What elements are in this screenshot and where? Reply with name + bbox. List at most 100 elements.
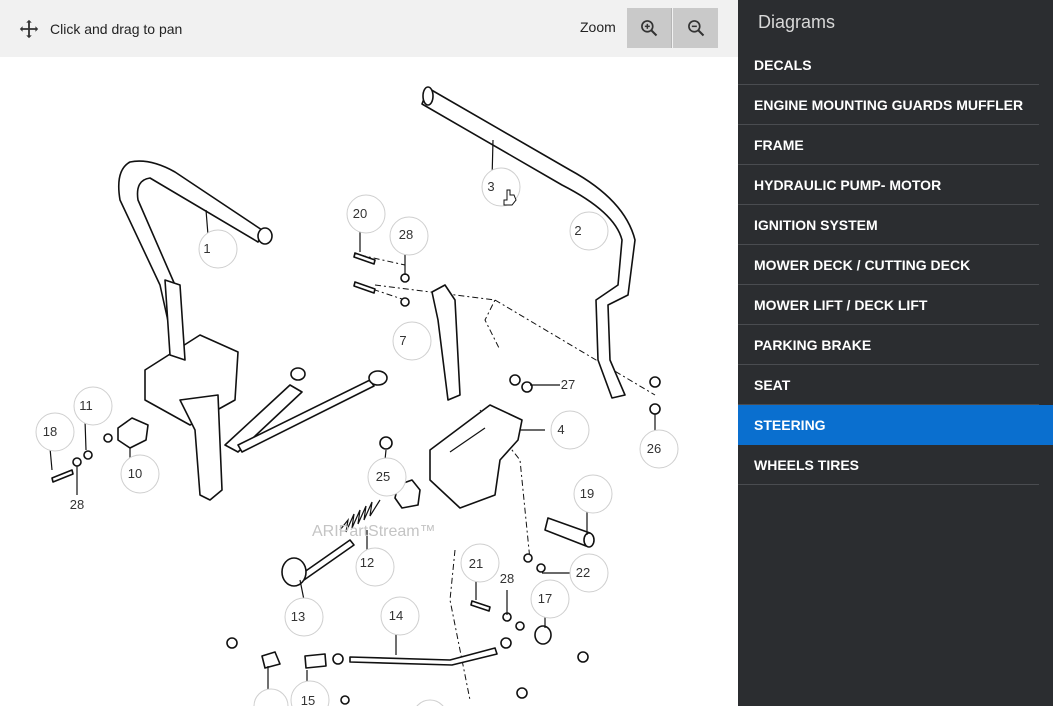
callout-15[interactable]: 15 <box>290 680 330 706</box>
sidebar-item-hydraulic-pump[interactable]: HYDRAULIC PUMP- MOTOR <box>738 165 1039 205</box>
svg-text:28: 28 <box>500 571 514 586</box>
callout-12[interactable]: 12 <box>355 547 395 587</box>
viewer-toolbar: Click and drag to pan Zoom <box>0 0 738 57</box>
zoom-out-button[interactable] <box>673 8 718 48</box>
sidebar-item-mower-lift[interactable]: MOWER LIFT / DECK LIFT <box>738 285 1039 325</box>
rod-end-15b <box>304 653 327 669</box>
pivot-bracket <box>431 284 461 401</box>
svg-text:1: 1 <box>203 241 210 256</box>
svg-text:18: 18 <box>43 424 57 439</box>
svg-text:22: 22 <box>576 565 590 580</box>
sidebar-item-frame[interactable]: FRAME <box>738 125 1039 165</box>
damper-body <box>224 384 303 453</box>
pivot-block-left <box>117 417 149 449</box>
zoom-out-icon <box>687 20 704 37</box>
sidebar-item-ignition[interactable]: IGNITION SYSTEM <box>738 205 1039 245</box>
callout-14[interactable]: 14 <box>380 596 420 636</box>
diagram-viewer: Click and drag to pan Zoom <box>0 0 738 706</box>
steering-parts-diagram: 1 2 3 4 7 10 11 18 12 13 14 15 17 19 20 … <box>35 86 679 706</box>
svg-text:19: 19 <box>580 486 594 501</box>
callout-partial[interactable] <box>413 699 447 706</box>
svg-text:14: 14 <box>389 608 403 623</box>
pointer-cursor-icon <box>503 189 517 206</box>
svg-text:27: 27 <box>561 377 575 392</box>
callout-20[interactable]: 20 <box>346 194 386 234</box>
sidebar-item-parking-brake[interactable]: PARKING BRAKE <box>738 325 1039 365</box>
callout-2[interactable]: 2 <box>569 211 609 251</box>
pan-hint-label: Click and drag to pan <box>50 20 183 37</box>
sidebar-item-seat[interactable]: SEAT <box>738 365 1039 405</box>
rod-end <box>290 367 306 381</box>
callout-16[interactable] <box>253 688 289 706</box>
svg-text:13: 13 <box>291 609 305 624</box>
svg-text:20: 20 <box>353 206 367 221</box>
hardware-nuts <box>72 273 661 705</box>
sidebar-item-engine-mounting[interactable]: ENGINE MOUNTING GUARDS MUFFLER <box>738 85 1039 125</box>
pin-head <box>583 532 595 548</box>
mount-slot <box>449 427 486 453</box>
callout-28[interactable]: 28 <box>389 216 429 256</box>
zoom-in-button[interactable] <box>627 8 672 48</box>
svg-text:7: 7 <box>399 333 406 348</box>
svg-text:28: 28 <box>70 497 84 512</box>
sidebar-item-mower-deck[interactable]: MOWER DECK / CUTTING DECK <box>738 245 1039 285</box>
ball-joint <box>534 625 552 645</box>
watermark: ARIPartStream™ <box>312 523 436 540</box>
hardware-bolts <box>51 252 491 612</box>
callout-19[interactable]: 19 <box>573 474 613 514</box>
lever-arm-left <box>164 279 186 361</box>
tie-rod <box>349 647 498 666</box>
callout-27[interactable]: 27 <box>561 377 575 392</box>
steering-lever-left <box>117 160 266 331</box>
diagrams-sidebar: Diagrams DECALS ENGINE MOUNTING GUARDS M… <box>738 0 1053 706</box>
mount-bracket-right <box>429 404 523 509</box>
svg-text:28: 28 <box>399 227 413 242</box>
callout-4[interactable]: 4 <box>550 410 590 450</box>
diagram-canvas[interactable]: 1 2 3 4 7 10 11 18 12 13 14 15 17 19 20 … <box>0 57 738 706</box>
rod-end <box>368 370 388 386</box>
svg-text:17: 17 <box>538 591 552 606</box>
svg-text:2: 2 <box>574 223 581 238</box>
assembly-line <box>374 284 656 701</box>
zoom-label: Zoom <box>580 19 616 35</box>
svg-text:21: 21 <box>469 556 483 571</box>
svg-text:15: 15 <box>301 693 315 706</box>
callout-13[interactable]: 13 <box>284 597 324 637</box>
pan-hint: Click and drag to pan <box>18 18 182 40</box>
callout-28[interactable]: 28 <box>70 497 84 512</box>
assembly-line <box>359 254 406 301</box>
steering-lever-right <box>421 87 636 399</box>
move-arrows-icon <box>19 19 39 38</box>
svg-text:12: 12 <box>360 555 374 570</box>
callout-28[interactable]: 28 <box>500 571 514 586</box>
zoom-in-icon <box>641 20 658 37</box>
callout-21[interactable]: 21 <box>460 543 500 583</box>
pivot-pin <box>544 517 591 547</box>
svg-text:26: 26 <box>647 441 661 456</box>
sidebar-header: Diagrams <box>738 0 1053 45</box>
svg-text:4: 4 <box>557 422 564 437</box>
lever-grip-end <box>257 227 273 245</box>
callout-25[interactable]: 25 <box>367 457 407 497</box>
callout-22[interactable]: 22 <box>569 553 609 593</box>
sidebar-item-decals[interactable]: DECALS <box>738 45 1039 85</box>
lever-grip-end <box>422 86 434 106</box>
callout-17[interactable]: 17 <box>530 579 570 619</box>
sidebar-item-wheels-tires[interactable]: WHEELS TIRES <box>738 445 1039 485</box>
callout-18[interactable]: 18 <box>35 412 75 452</box>
callout-10[interactable]: 10 <box>120 454 160 494</box>
svg-text:10: 10 <box>128 466 142 481</box>
callout-11[interactable]: 11 <box>73 386 113 426</box>
sidebar-title: Diagrams <box>758 12 836 32</box>
spring-coil <box>339 499 381 533</box>
damper-rod <box>237 379 375 453</box>
adjust-knob <box>281 557 307 587</box>
callout-7[interactable]: 7 <box>392 321 432 361</box>
callout-26[interactable]: 26 <box>639 429 679 469</box>
sidebar-item-steering[interactable]: STEERING <box>738 405 1053 445</box>
adjust-rod <box>299 539 355 581</box>
rod-end-15 <box>261 651 281 669</box>
lever-plate-left <box>179 394 223 501</box>
callout-1[interactable]: 1 <box>198 229 238 269</box>
